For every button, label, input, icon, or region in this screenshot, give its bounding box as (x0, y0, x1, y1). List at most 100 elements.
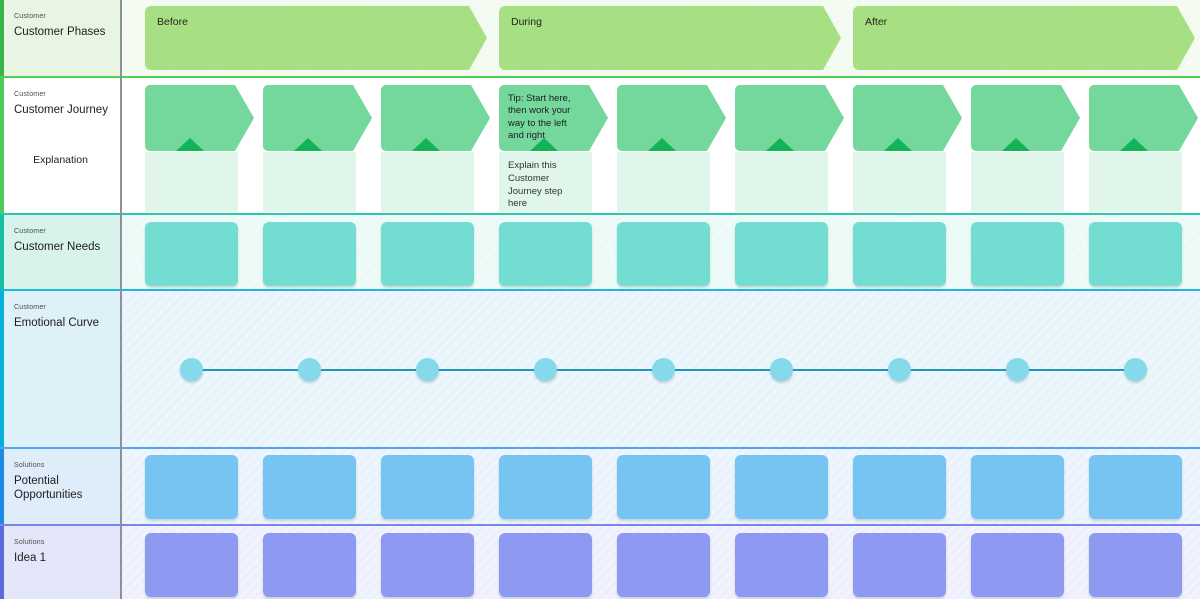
lane-category-label: Customer (14, 304, 46, 311)
emotion-curve (121, 291, 1200, 447)
emotion-dot[interactable] (180, 358, 203, 381)
step-anchor-triangle-icon (1120, 138, 1148, 151)
journey-step-arrow[interactable] (853, 85, 962, 151)
journey-step-arrow[interactable] (263, 85, 372, 151)
lane-body-customer-journey: Tip: Start here, then work your way to t… (121, 78, 1200, 213)
explanation-cell[interactable] (971, 152, 1064, 212)
opportunity-card[interactable] (381, 455, 474, 519)
emotion-dot[interactable] (888, 358, 911, 381)
lane-title: Customer Needs (14, 241, 101, 253)
need-card[interactable] (971, 222, 1064, 286)
explanation-cell[interactable] (1089, 152, 1182, 212)
phase-arrow-before[interactable]: Before (145, 6, 487, 70)
lane-title: Customer Phases (14, 26, 106, 38)
need-card[interactable] (499, 222, 592, 286)
explanation-row-label: Explanation (33, 154, 88, 166)
lane-title: Idea 1 (14, 552, 46, 564)
explanation-cell[interactable] (853, 152, 946, 212)
idea-card[interactable] (853, 533, 946, 597)
emotion-dot-row (121, 291, 1200, 381)
lane-idea-1: Solutions Idea 1 (0, 524, 1200, 599)
opportunity-card[interactable] (499, 455, 592, 519)
lane-title: Customer Journey (14, 104, 108, 116)
lane-customer-journey: Customer Customer Journey Explanation Ti… (0, 76, 1200, 213)
opportunity-card[interactable] (971, 455, 1064, 519)
lane-body-customer-needs (121, 215, 1200, 289)
emotion-dot-cell (263, 358, 356, 381)
step-anchor-triangle-icon (766, 138, 794, 151)
emotion-dot-cell (1089, 358, 1182, 381)
lane-potential-opportunities: Solutions Potential Opportunities (0, 447, 1200, 524)
journey-step-arrow[interactable] (145, 85, 254, 151)
need-card[interactable] (853, 222, 946, 286)
phase-arrow-row: Before During After (121, 0, 1200, 70)
need-card[interactable] (145, 222, 238, 286)
idea-card[interactable] (381, 533, 474, 597)
journey-step-arrow[interactable] (381, 85, 490, 151)
emotion-dot[interactable] (652, 358, 675, 381)
idea-card[interactable] (263, 533, 356, 597)
emotion-dot-cell (617, 358, 710, 381)
emotion-dot-cell (145, 358, 238, 381)
idea-card[interactable] (735, 533, 828, 597)
emotion-dot[interactable] (1124, 358, 1147, 381)
step-anchor-triangle-icon (648, 138, 676, 151)
journey-step-arrow[interactable] (971, 85, 1080, 151)
idea-card[interactable] (971, 533, 1064, 597)
explanation-cell[interactable] (263, 152, 356, 212)
idea-card[interactable] (617, 533, 710, 597)
idea-card[interactable] (499, 533, 592, 597)
lane-header-idea-1[interactable]: Solutions Idea 1 (0, 526, 121, 599)
explanation-cell[interactable] (145, 152, 238, 212)
lane-header-customer-needs[interactable]: Customer Customer Needs (0, 215, 121, 289)
emotion-dot[interactable] (534, 358, 557, 381)
emotion-dot[interactable] (416, 358, 439, 381)
idea-card[interactable] (1089, 533, 1182, 597)
opportunity-card[interactable] (145, 455, 238, 519)
lane-header-customer-journey[interactable]: Customer Customer Journey Explanation (0, 78, 121, 213)
opportunity-card[interactable] (617, 455, 710, 519)
emotion-dot[interactable] (770, 358, 793, 381)
lane-title: Potential Opportunities (14, 475, 83, 502)
lane-body-idea-1 (121, 526, 1200, 599)
lane-header-customer-phases[interactable]: Customer Customer Phases (0, 0, 121, 76)
need-card[interactable] (381, 222, 474, 286)
lane-title: Emotional Curve (14, 317, 100, 329)
opportunity-card[interactable] (263, 455, 356, 519)
explanation-cell[interactable] (381, 152, 474, 212)
need-card[interactable] (263, 222, 356, 286)
explanation-cell-placeholder[interactable]: Explain this Customer Journey step here (499, 152, 592, 212)
lane-header-emotional-curve[interactable]: Customer Emotional Curve (0, 291, 121, 447)
idea-card[interactable] (145, 533, 238, 597)
needs-card-row (121, 215, 1200, 286)
opportunity-card[interactable] (1089, 455, 1182, 519)
journey-step-row: Tip: Start here, then work your way to t… (121, 78, 1200, 151)
step-anchor-triangle-icon (530, 138, 558, 151)
step-anchor-triangle-icon (412, 138, 440, 151)
pane-splitter[interactable] (120, 0, 122, 599)
step-anchor-triangle-icon (176, 138, 204, 151)
opportunity-card[interactable] (853, 455, 946, 519)
need-card[interactable] (1089, 222, 1182, 286)
lane-customer-phases: Customer Customer Phases Before During A… (0, 0, 1200, 76)
emotion-dot[interactable] (298, 358, 321, 381)
journey-step-arrow[interactable] (1089, 85, 1198, 151)
lane-header-potential-opportunities[interactable]: Solutions Potential Opportunities (0, 449, 121, 524)
phase-arrow-after[interactable]: After (853, 6, 1195, 70)
journey-step-arrow-tip[interactable]: Tip: Start here, then work your way to t… (499, 85, 608, 151)
explanation-cell[interactable] (735, 152, 828, 212)
phase-label: After (865, 16, 888, 28)
need-card[interactable] (735, 222, 828, 286)
emotion-dot-cell (971, 358, 1064, 381)
journey-step-arrow[interactable] (735, 85, 844, 151)
phase-label: During (511, 16, 542, 28)
emotion-dot[interactable] (1006, 358, 1029, 381)
idea-card-row (121, 526, 1200, 597)
need-card[interactable] (617, 222, 710, 286)
explanation-cell[interactable] (617, 152, 710, 212)
phase-arrow-during[interactable]: During (499, 6, 841, 70)
opportunity-card-row (121, 449, 1200, 519)
opportunity-card[interactable] (735, 455, 828, 519)
emotion-dot-cell (735, 358, 828, 381)
journey-step-arrow[interactable] (617, 85, 726, 151)
